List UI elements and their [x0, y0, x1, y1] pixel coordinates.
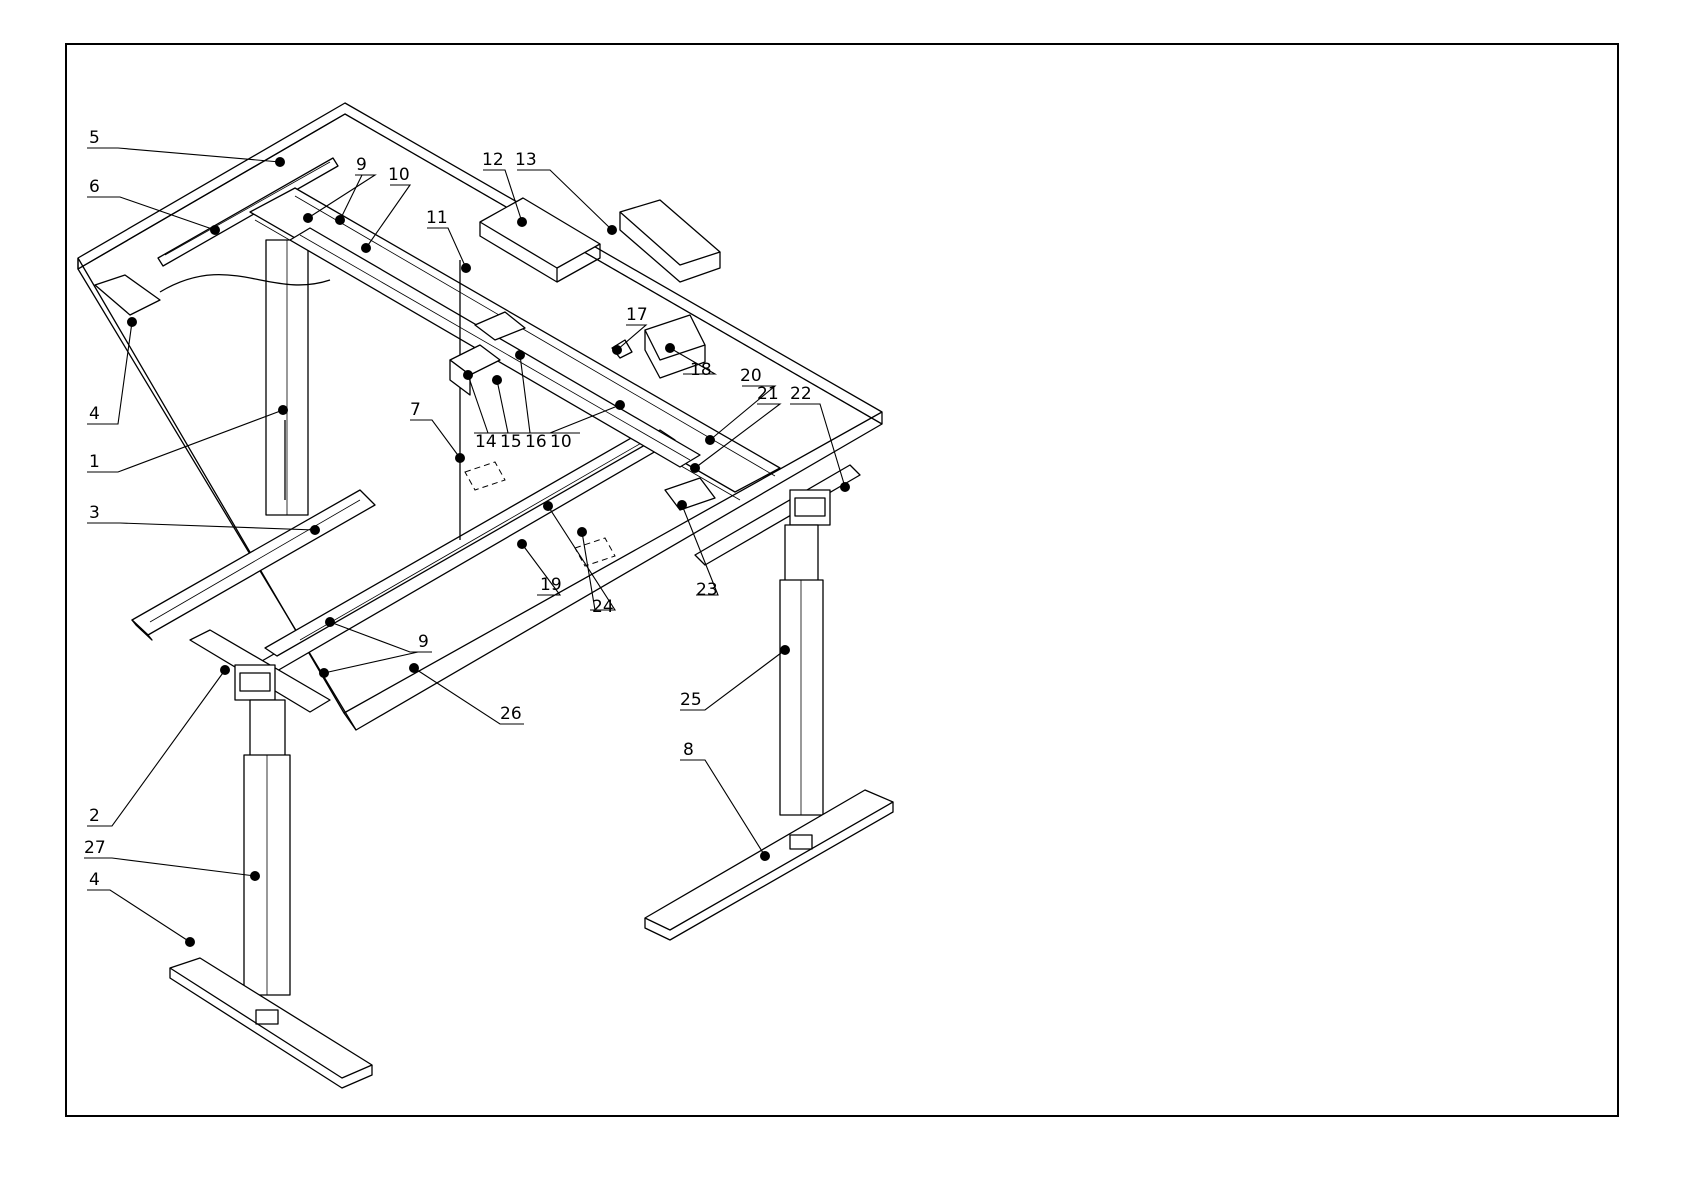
callout-26: 26	[500, 704, 522, 724]
callout-15: 15	[500, 432, 522, 452]
callout-22: 22	[790, 384, 812, 404]
callout-2: 1	[89, 452, 100, 472]
callout-9-bottom: 9	[418, 632, 429, 652]
callout-4-right: 8	[683, 740, 694, 760]
callout-19: 19	[540, 575, 562, 595]
callout-9-top: 9	[356, 155, 367, 175]
callout-16: 16	[525, 432, 547, 452]
right-leg	[780, 525, 823, 815]
callout-11: 11	[426, 208, 448, 228]
frame-beam-lower	[255, 430, 675, 675]
callout-23: 23	[696, 580, 718, 600]
callout-27: 27	[84, 838, 106, 858]
callout-7: 5	[89, 128, 100, 148]
callout-10-top: 10	[388, 165, 410, 185]
control-box	[480, 198, 600, 282]
mounting-plate-23	[665, 478, 715, 510]
callout-12: 12	[482, 150, 504, 170]
callout-1: 4	[89, 870, 100, 890]
callout-10-bottom: 10	[550, 432, 572, 452]
callout-14: 14	[475, 432, 497, 452]
right-foot	[645, 790, 893, 940]
callout-4-left: 3	[89, 503, 100, 523]
front-left-leg	[244, 700, 290, 995]
callout-18: 18	[690, 360, 712, 380]
callout-25: 25	[680, 690, 702, 710]
callout-3: 2	[89, 806, 100, 826]
callout-8: 7	[410, 400, 421, 420]
rear-leg	[266, 240, 308, 515]
callout-13: 13	[515, 150, 537, 170]
callout-20: 20	[740, 366, 762, 386]
callout-21: 21	[757, 384, 779, 404]
callout-5: 4	[89, 404, 100, 424]
callout-17: 17	[626, 305, 648, 325]
callout-24: 24	[592, 597, 614, 617]
callout-6: 6	[89, 177, 100, 197]
